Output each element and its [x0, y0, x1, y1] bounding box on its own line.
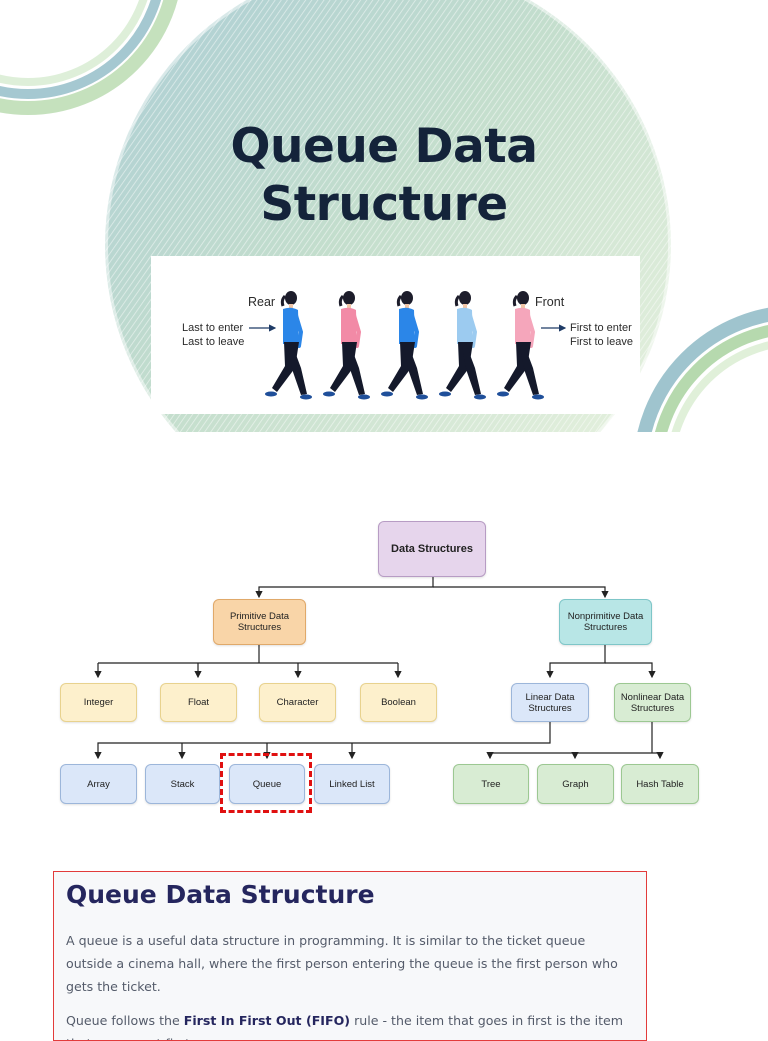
page-title: Queue Data Structure: [0, 118, 768, 234]
article-paragraph-2: Queue follows the First In First Out (FI…: [66, 1009, 634, 1040]
node-linked-list: Linked List: [314, 764, 390, 804]
node-stack: Stack: [145, 764, 220, 804]
paragraph-2-prefix: Queue follows the: [66, 1013, 184, 1028]
front-caption-line-1: First to enter: [570, 322, 632, 334]
article-paragraph-1: A queue is a useful data structure in pr…: [66, 933, 618, 994]
article-card: Queue Data Structure A queue is a useful…: [53, 871, 647, 1041]
person-figure: [381, 291, 428, 400]
rear-caption-line-1: Last to enter: [182, 322, 244, 334]
title-line-2: Structure: [260, 177, 508, 232]
node-primitive: Primitive Data Structures: [213, 599, 306, 645]
node-queue: Queue: [229, 764, 305, 804]
front-caption-line-2: First to leave: [570, 336, 633, 348]
data-structures-diagram: Data Structures Primitive Data Structure…: [0, 500, 768, 830]
person-figure: [497, 291, 544, 400]
node-graph: Graph: [537, 764, 614, 804]
fifo-term: First In First Out (FIFO): [183, 1013, 351, 1028]
cover-hero: Queue Data Structure Rear Front Last to …: [0, 0, 768, 440]
node-integer: Integer: [60, 683, 137, 722]
node-hash-table: Hash Table: [621, 764, 699, 804]
node-linear: Linear Data Structures: [511, 683, 589, 722]
front-label: Front: [535, 295, 565, 309]
node-float: Float: [160, 683, 237, 722]
diagram-connectors: [94, 577, 664, 760]
title-line-1: Queue Data: [230, 119, 538, 174]
queue-highlight-box: [220, 753, 312, 813]
queue-illustration: Rear Front Last to enter Last to leave F…: [151, 256, 640, 414]
node-data-structures: Data Structures: [378, 521, 486, 577]
person-figure: [323, 291, 370, 400]
node-tree: Tree: [453, 764, 529, 804]
node-boolean: Boolean: [360, 683, 437, 722]
article-title: Queue Data Structure: [66, 880, 375, 909]
rear-label: Rear: [248, 295, 276, 309]
node-character: Character: [259, 683, 336, 722]
person-figure: [439, 291, 486, 400]
people-in-line: [249, 291, 567, 400]
node-nonlinear: Nonlinear Data Structures: [614, 683, 691, 722]
person-figure: [265, 291, 312, 400]
node-nonprimitive: Nonprimitive Data Structures: [559, 599, 652, 645]
node-array: Array: [60, 764, 137, 804]
rear-caption-line-2: Last to leave: [182, 336, 245, 348]
